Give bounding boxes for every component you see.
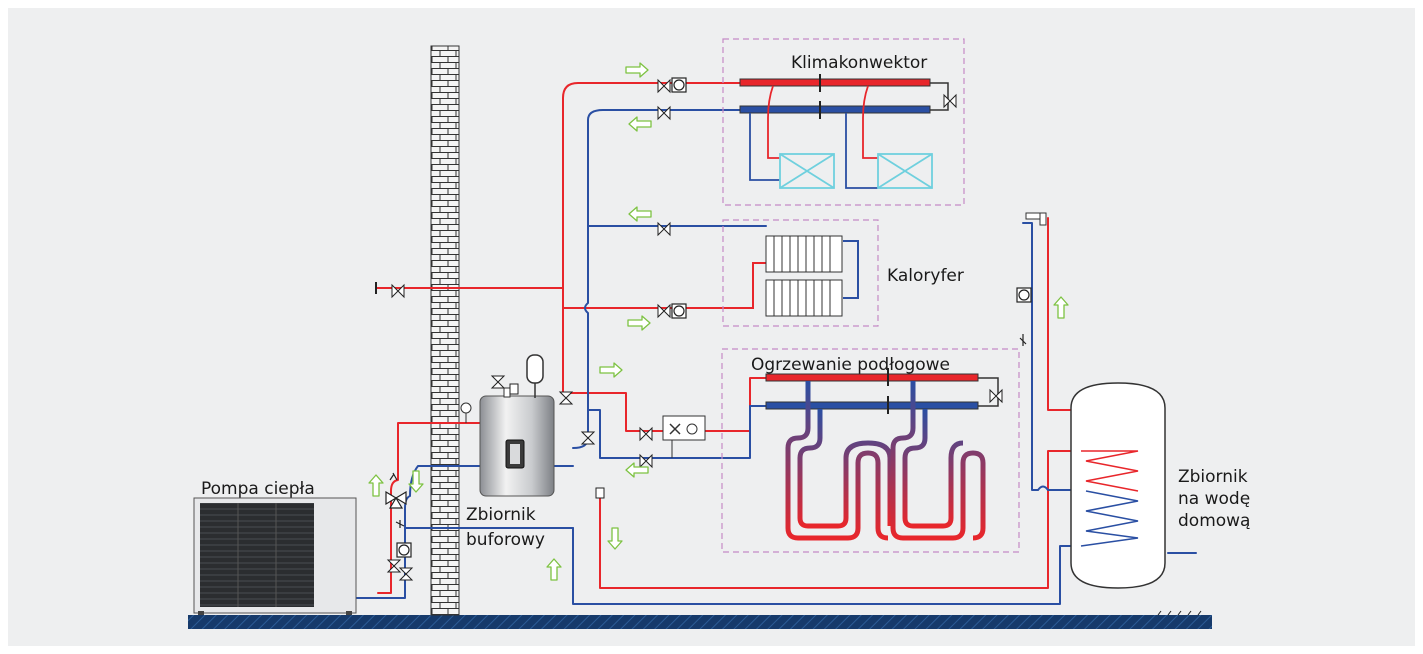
fan-coil-manifold [739, 74, 949, 119]
label-buffer-tank: Zbiornik buforowy [466, 504, 545, 551]
label-floor-heating: Ogrzewanie podłogowe [751, 355, 950, 375]
flow-arrow-right [625, 62, 649, 78]
label-dhw-tank-line2: na wodę [1178, 489, 1251, 509]
label-radiator: Kaloryfer [887, 266, 964, 286]
tap-icon [1025, 212, 1047, 226]
label-buffer-tank-line2: buforowy [466, 530, 545, 550]
flow-arrows [368, 62, 1069, 581]
circulation-pumps [396, 77, 1032, 558]
ground-slab [188, 615, 1212, 629]
dhw-circulation [1022, 222, 1072, 491]
radiators [740, 235, 859, 317]
flow-arrow-left [625, 462, 649, 478]
flow-arrow-right [627, 315, 651, 331]
supply-pipe-main [562, 82, 741, 394]
return-pipe-floor [587, 405, 769, 459]
three-way-valve [385, 490, 407, 509]
heat-pump-unit [193, 497, 357, 615]
floor-manifold [765, 368, 999, 414]
pressure-gauge [460, 402, 472, 423]
flow-arrow-left [628, 206, 652, 222]
expansion-vessel [526, 354, 544, 398]
label-dhw-tank: Zbiornik na wodę domową [1178, 466, 1250, 532]
supply-pipe-floor-out [702, 377, 769, 432]
label-heat-pump: Pompa ciepła [201, 479, 315, 499]
diagram-canvas: Klimakonwektor Kaloryfer Ogrzewanie podł… [8, 8, 1415, 646]
flow-arrow-down [408, 470, 424, 493]
label-fan-coil: Klimakonwektor [791, 53, 928, 73]
check-valves [389, 334, 1027, 528]
flow-arrow-right [599, 362, 623, 378]
flow-arrow-down [607, 527, 623, 550]
flow-arrow-up [546, 558, 562, 581]
flow-arrow-up [368, 474, 384, 497]
label-dhw-tank-line1: Zbiornik [1178, 467, 1248, 487]
heating-system-diagram [188, 38, 1212, 629]
floor-heating-loops [785, 381, 986, 541]
valves [386, 78, 1003, 581]
supply-pipe-heatpump [377, 422, 481, 594]
buffer-tank [479, 387, 555, 497]
supply-pipe-floor [562, 392, 672, 432]
fan-coil-units [749, 85, 933, 189]
return-pipe-main [572, 109, 741, 449]
brick-wall [430, 45, 460, 616]
ground-hatch-right [1157, 610, 1202, 616]
dhw-tank [1070, 382, 1166, 589]
mixing-valve-group [662, 415, 706, 458]
label-dhw-tank-line3: domową [1178, 511, 1251, 531]
flow-arrow-left [628, 116, 652, 132]
zone-fan-coil [722, 38, 965, 206]
flow-arrow-up [1053, 296, 1069, 319]
supply-pipe-dhw [599, 450, 1107, 589]
label-buffer-tank-line1: Zbiornik [466, 505, 536, 525]
sensors [509, 383, 605, 499]
